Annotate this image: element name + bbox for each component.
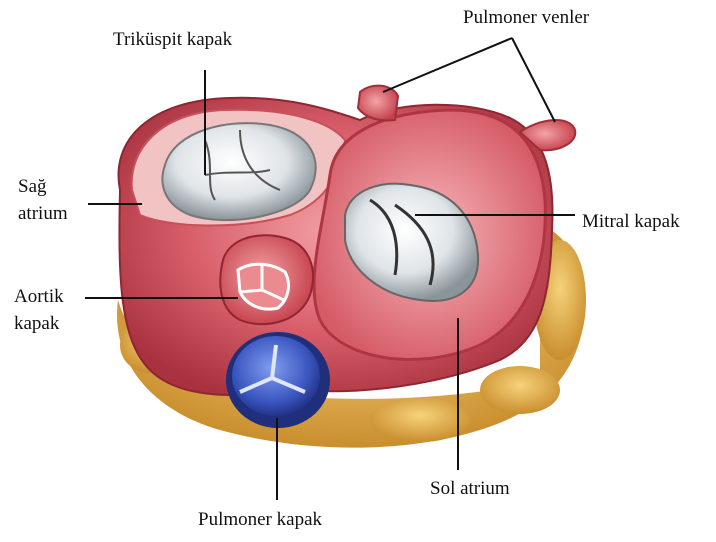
aortic-valve (220, 235, 313, 324)
label-pulmonary-veins: Pulmoner venler (463, 6, 589, 30)
label-mitral: Mitral kapak (582, 210, 680, 234)
leader-pulm-vein-1 (383, 38, 512, 92)
leader-pulm-vein-2 (512, 38, 555, 122)
label-right-atrium-line2: atrium (18, 202, 68, 226)
label-pulmonary-valve: Pulmoner kapak (198, 508, 322, 532)
label-left-atrium: Sol atrium (430, 477, 510, 501)
label-right-atrium-line1: Sağ (18, 175, 47, 199)
pulmonary-valve (226, 332, 330, 428)
label-aortic-line1: Aortik (14, 285, 64, 309)
pulmonary-vein-left (358, 86, 398, 121)
label-aortic-line2: kapak (14, 312, 59, 336)
label-tricuspid: Triküspit kapak (113, 28, 232, 52)
